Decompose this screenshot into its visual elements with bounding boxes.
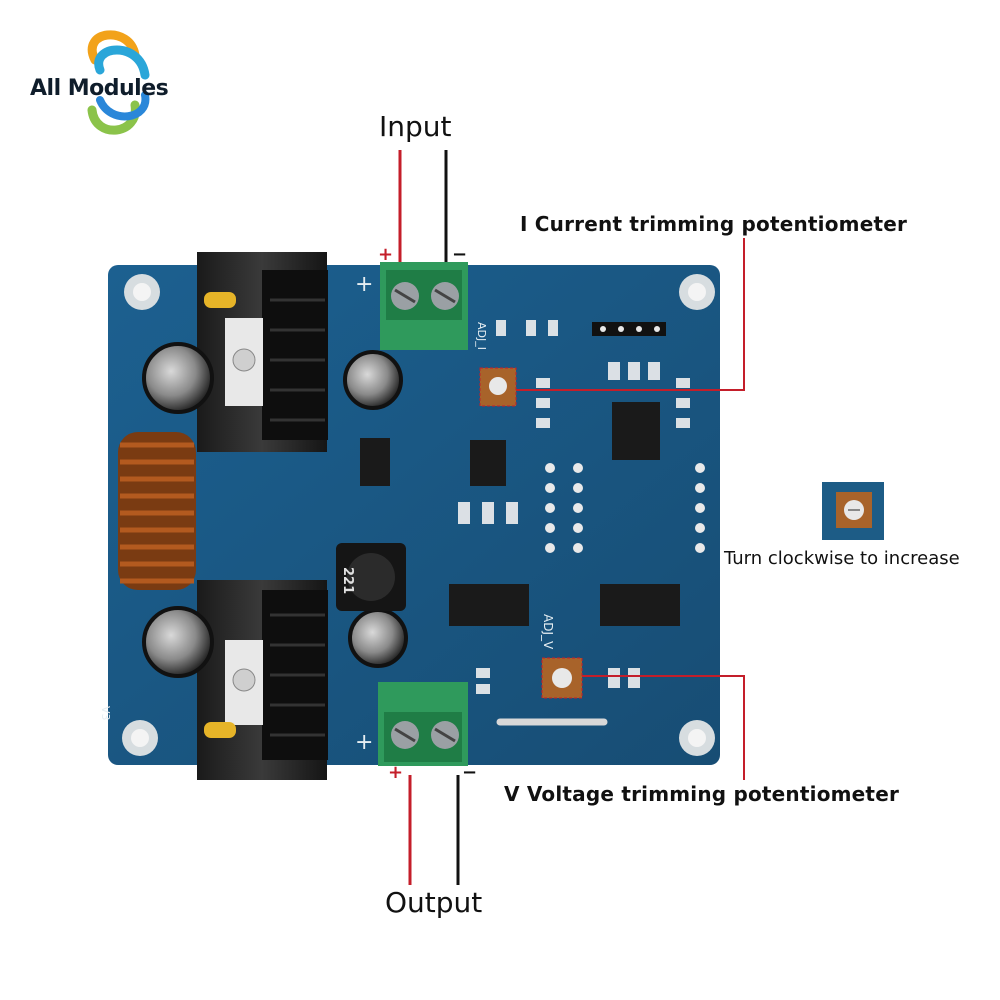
inductor-code: 221 — [340, 567, 355, 595]
board-plus-top: + — [355, 272, 374, 297]
current-potentiometer — [479, 367, 517, 407]
output-label: Output — [385, 886, 483, 919]
output-plus-mark: + — [388, 762, 404, 783]
integrated-circuits — [360, 402, 680, 626]
input-terminal-block — [380, 262, 468, 350]
input-label: Input — [379, 110, 452, 143]
adj-v-silkscreen: ADJ_V — [541, 614, 555, 650]
board-code-v3: V3 — [99, 706, 112, 721]
cap-c2 — [204, 292, 236, 308]
electrolytic-capacitors — [142, 342, 408, 678]
voltage-potentiometer — [541, 657, 583, 699]
input-minus-mark: − — [452, 244, 468, 265]
input-plus-mark: + — [378, 244, 394, 265]
heatsink-bottom — [197, 580, 328, 780]
current-pot-label: I Current trimming potentiometer — [520, 212, 908, 236]
turn-clockwise-hint: Turn clockwise to increase — [724, 548, 960, 569]
header-pins — [592, 322, 666, 336]
output-minus-mark: − — [462, 762, 478, 783]
smd-resistors — [458, 320, 690, 694]
smd-inductor — [336, 543, 406, 611]
voltage-pot-label: V Voltage trimming potentiometer — [504, 782, 900, 806]
heatsink-top — [197, 252, 328, 452]
potentiometer-inset — [822, 482, 884, 540]
adj-i-silkscreen: ADJ_I — [475, 322, 488, 350]
output-terminal-block — [378, 682, 468, 766]
toroid-inductor — [118, 432, 196, 590]
current-pot-leader — [516, 238, 745, 391]
logo-text: All Modules — [30, 76, 169, 101]
logo-swirl-icon — [87, 30, 150, 135]
mounting-holes — [122, 274, 715, 756]
cap-c4 — [204, 722, 236, 738]
voltage-pot-leader — [582, 675, 745, 780]
board-plus-bottom: + — [355, 730, 374, 755]
pad-columns — [545, 463, 705, 553]
